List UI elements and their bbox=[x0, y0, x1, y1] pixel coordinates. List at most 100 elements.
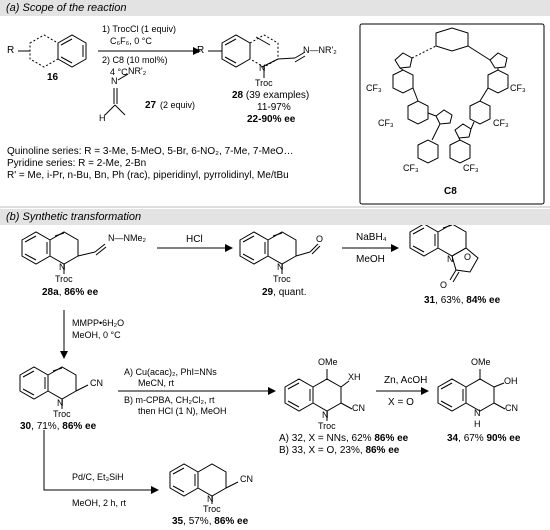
compound-34-ee: 90% ee bbox=[486, 433, 521, 444]
meoh-solvent: MeOH bbox=[356, 254, 385, 265]
35-troc-label: Troc bbox=[203, 504, 221, 514]
cf3-label-3: CF₃ bbox=[378, 118, 394, 128]
nabh4-reagent: NaBH₄ bbox=[356, 232, 387, 243]
compound-33-caption: B) 33, X = O, 23%, 86% ee bbox=[279, 445, 399, 457]
31-n-label: N bbox=[447, 254, 454, 264]
compound-32-ee: 86% ee bbox=[374, 433, 409, 444]
compound-30-caption: 30, 71%, 86% ee bbox=[20, 421, 97, 432]
substrate-r-label: R bbox=[7, 45, 15, 56]
29-n-label: N bbox=[277, 262, 284, 272]
product-ee: 22-90% ee bbox=[247, 114, 296, 125]
catalyst-c8-label: C8 bbox=[444, 186, 457, 197]
product-28-summary: 28 (39 examples) bbox=[232, 90, 309, 102]
route-a-line1: A) Cu(acac)₂, PhI=NNs bbox=[124, 367, 217, 377]
route-a-line2: MeCN, rt bbox=[138, 378, 174, 388]
compound-30-yield: 71%, bbox=[36, 421, 60, 432]
hydrazone-equiv: (2 equiv) bbox=[160, 100, 196, 110]
product-r-label: R bbox=[197, 45, 205, 56]
compound-29-label: 29 bbox=[262, 287, 274, 298]
28a-n-label: N bbox=[59, 262, 66, 272]
compound-35-yield: 57%, bbox=[188, 516, 212, 527]
compound-30-structure bbox=[19, 366, 89, 409]
condition-step2-line1: 2) C8 (10 mol%) bbox=[102, 55, 168, 65]
35-cn-label: CN bbox=[240, 474, 253, 484]
pdc-conditions: MeOH, 2 h, rt bbox=[72, 498, 127, 508]
34-cn-label: CN bbox=[505, 403, 518, 413]
32-troc-label: Troc bbox=[318, 421, 336, 431]
29-o-label: O bbox=[316, 234, 324, 244]
product-nnr2-label: N—NR'₂ bbox=[303, 45, 337, 55]
cf3-label-6: CF₃ bbox=[463, 163, 479, 173]
compound-35-structure bbox=[169, 463, 239, 504]
hydrazone-27-label: 27 bbox=[145, 100, 157, 111]
compound-31-yield: 63%, bbox=[440, 295, 464, 306]
compound-28a-label: 28a bbox=[42, 287, 59, 298]
31-o-ring-label: O bbox=[464, 252, 472, 262]
32-xh-label: XH bbox=[348, 372, 361, 382]
compound-34-label: 34 bbox=[447, 433, 459, 444]
compound-34-yield: 67% bbox=[463, 433, 484, 444]
hydrazone-nr2-label: NR'₂ bbox=[128, 66, 147, 76]
cf3-label-2: CF₃ bbox=[510, 83, 526, 93]
34-ome-label: OMe bbox=[471, 357, 491, 367]
compound-30-label: 30 bbox=[20, 421, 32, 432]
compound-35-caption: 35, 57%, 86% ee bbox=[172, 516, 249, 527]
product-28-label: 28 bbox=[232, 90, 244, 101]
section-a-header: (a) Scope of the reaction bbox=[0, 0, 550, 16]
compound-32-33-structure bbox=[284, 369, 353, 421]
cf3-label-5: CF₃ bbox=[403, 163, 419, 173]
substrate-16-structure bbox=[18, 34, 87, 68]
34-n-label: N bbox=[474, 408, 481, 418]
compound-31-ee: 84% ee bbox=[466, 295, 501, 306]
hcl-reagent: HCl bbox=[186, 234, 203, 245]
compound-35-ee: 86% ee bbox=[214, 516, 249, 527]
compound-28a-structure bbox=[21, 231, 107, 274]
pyridine-series: Pyridine series: R = 2-Me, 2-Bn bbox=[7, 158, 147, 169]
pdc-reagent: Pd/C, Et₃SiH bbox=[72, 472, 124, 482]
29-troc-label: Troc bbox=[273, 274, 291, 284]
31-o-carbonyl-label: O bbox=[440, 280, 448, 290]
compound-34-caption: 34, 67% 90% ee bbox=[447, 433, 521, 444]
compound-31-caption: 31, 63%, 84% ee bbox=[424, 295, 501, 306]
28a-troc-label: Troc bbox=[55, 274, 73, 284]
compound-32-caption: A) 32, X = NNs, 62% 86% ee bbox=[279, 433, 408, 445]
hydrazone-27-structure bbox=[104, 73, 129, 116]
compound-33-ee: 86% ee bbox=[365, 445, 400, 456]
compound-34-structure bbox=[437, 369, 506, 412]
compound-29-structure bbox=[239, 231, 321, 274]
compound-29-yield: quant. bbox=[278, 287, 307, 298]
quinoline-series: Quinoline series: R = 3-Me, 5-MeO, 5-Br,… bbox=[7, 146, 294, 157]
condition-step1-line1: 1) TrocCl (1 equiv) bbox=[102, 24, 177, 34]
compound-28a-caption: 28a, 86% ee bbox=[42, 287, 99, 298]
condition-step2-line2: 4 °C bbox=[110, 67, 128, 77]
cf3-label-4: CF₃ bbox=[493, 118, 509, 128]
32-n-label: N bbox=[322, 410, 329, 420]
30-troc-label: Troc bbox=[53, 409, 71, 419]
product-yield: 11-97% bbox=[257, 102, 291, 113]
compound-35-label: 35 bbox=[172, 516, 184, 527]
route-b-line2: then HCl (1 N), MeOH bbox=[138, 406, 227, 416]
32-cn-label: CN bbox=[352, 403, 365, 413]
catalyst-box bbox=[359, 23, 545, 205]
32-ome-label: OMe bbox=[318, 357, 338, 367]
catalyst-c8-structure bbox=[392, 27, 509, 164]
condition-step1-line2: C₆F₆, 0 °C bbox=[110, 36, 152, 46]
mmpp-line1: MMPP•6H₂O bbox=[72, 318, 125, 328]
product-troc-label: Troc bbox=[255, 78, 273, 88]
route-b-line1: B) m-CPBA, CH₂Cl₂, rt bbox=[124, 395, 215, 405]
35-n-label: N bbox=[207, 494, 214, 504]
zn-reagent: Zn, AcOH bbox=[384, 375, 428, 386]
compound-30-ee: 86% ee bbox=[62, 421, 97, 432]
cf3-label-1: CF₃ bbox=[366, 83, 382, 93]
hydrazone-h-label: H bbox=[99, 113, 106, 123]
compound-28a-ee: 86% ee bbox=[64, 287, 99, 298]
compound-29-caption: 29, quant. bbox=[262, 287, 307, 298]
x-equals-o: X = O bbox=[388, 397, 414, 408]
substrate-16-label: 16 bbox=[47, 72, 59, 83]
hydrazone-n-label: N bbox=[111, 76, 118, 86]
30-cn-label: CN bbox=[90, 378, 103, 388]
34-h-label: H bbox=[474, 419, 481, 429]
